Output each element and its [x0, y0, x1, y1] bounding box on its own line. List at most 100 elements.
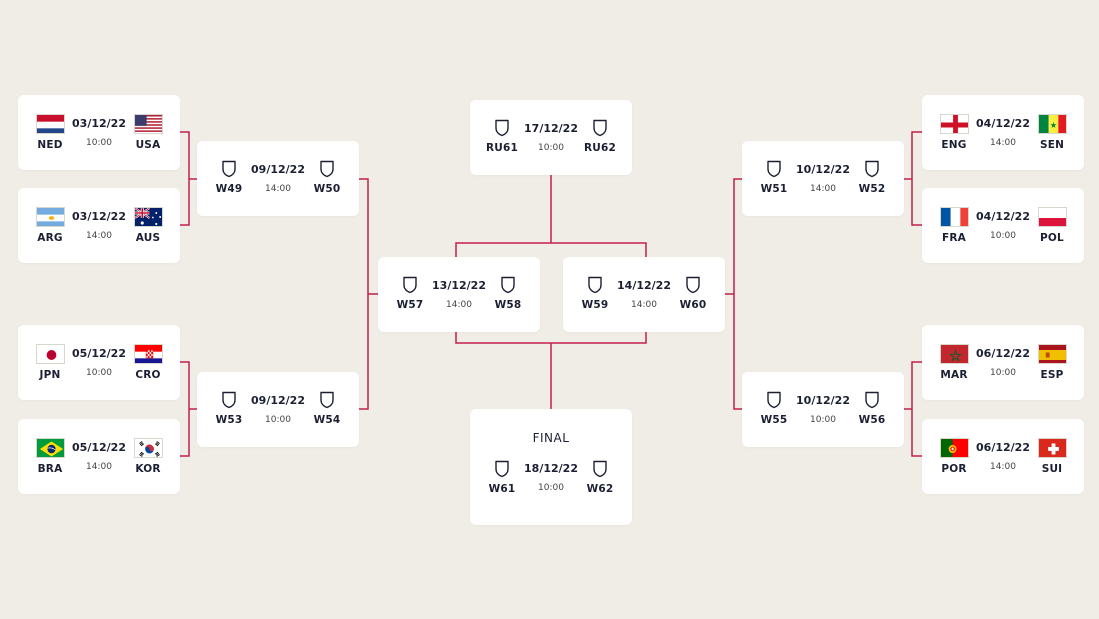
match-schedule: 03/12/22 14:00: [58, 210, 140, 241]
shield-icon: [669, 276, 717, 294]
shield-icon: [576, 460, 624, 478]
away-team[interactable]: AUS: [124, 207, 172, 244]
home-team[interactable]: W57: [386, 276, 434, 311]
away-team[interactable]: W62: [576, 460, 624, 495]
aus-flag-icon: [133, 207, 163, 227]
away-team[interactable]: ESP: [1028, 344, 1076, 381]
team-code: ENG: [941, 139, 967, 151]
home-team[interactable]: W53: [205, 391, 253, 426]
match-time: 14:00: [990, 138, 1016, 148]
sui-flag-icon: [1037, 438, 1067, 458]
team-code: CRO: [135, 369, 161, 381]
match-date: 03/12/22: [72, 117, 126, 130]
away-team[interactable]: W60: [669, 276, 717, 311]
away-team[interactable]: W52: [848, 160, 896, 195]
shield-icon: [386, 276, 434, 294]
shield-icon: [848, 160, 896, 178]
team-code: W59: [581, 299, 609, 311]
away-team[interactable]: KOR: [124, 438, 172, 475]
home-team[interactable]: NED: [26, 114, 74, 151]
match-time: 10:00: [538, 143, 564, 153]
match-time: 10:00: [265, 415, 291, 425]
team-code: W60: [679, 299, 707, 311]
home-team[interactable]: ARG: [26, 207, 74, 244]
bracket-connector: [455, 331, 647, 410]
home-team[interactable]: MAR: [930, 344, 978, 381]
team-code: SEN: [1039, 139, 1065, 151]
team-code: BRA: [37, 463, 63, 475]
away-team[interactable]: USA: [124, 114, 172, 151]
home-team[interactable]: W55: [750, 391, 798, 426]
match-date: 10/12/22: [796, 394, 850, 407]
home-team[interactable]: W59: [571, 276, 619, 311]
match-time: 14:00: [86, 231, 112, 241]
home-team[interactable]: ENG: [930, 114, 978, 151]
shield-icon: [303, 160, 351, 178]
jpn-flag-icon: [35, 344, 65, 364]
match-date: 14/12/22: [617, 279, 671, 292]
team-code: W53: [215, 414, 243, 426]
home-team[interactable]: POR: [930, 438, 978, 475]
away-team[interactable]: W50: [303, 160, 351, 195]
away-team[interactable]: W58: [484, 276, 532, 311]
match-time: 10:00: [990, 231, 1016, 241]
eng-flag-icon: [939, 114, 969, 134]
bracket-connector: [903, 131, 923, 226]
shield-icon: [576, 119, 624, 137]
home-team[interactable]: W51: [750, 160, 798, 195]
bracket-connector: [178, 361, 198, 457]
shield-icon: [750, 160, 798, 178]
away-team[interactable]: SUI: [1028, 438, 1076, 475]
away-team[interactable]: SEN: [1028, 114, 1076, 151]
away-team[interactable]: RU62: [576, 119, 624, 154]
team-code: POL: [1040, 232, 1064, 244]
match-time: 10:00: [538, 483, 564, 493]
home-team[interactable]: W49: [205, 160, 253, 195]
match-date: 09/12/22: [251, 394, 305, 407]
home-team[interactable]: W61: [478, 460, 526, 495]
team-code: RU62: [583, 142, 617, 154]
match-time: 14:00: [265, 184, 291, 194]
away-team[interactable]: POL: [1028, 207, 1076, 244]
sen-flag-icon: [1037, 114, 1067, 134]
team-code: W57: [396, 299, 424, 311]
home-team[interactable]: BRA: [26, 438, 74, 475]
away-team[interactable]: W54: [303, 391, 351, 426]
home-team[interactable]: JPN: [26, 344, 74, 381]
usa-flag-icon: [133, 114, 163, 134]
match-time: 14:00: [990, 462, 1016, 472]
team-code: W50: [313, 183, 341, 195]
match-date: 03/12/22: [72, 210, 126, 223]
shield-icon: [205, 391, 253, 409]
match-time: 10:00: [86, 368, 112, 378]
match-card[interactable]: W53 09/12/22 10:00 W54: [197, 372, 359, 447]
home-team[interactable]: RU61: [478, 119, 526, 154]
team-code: FRA: [942, 232, 966, 244]
shield-icon: [750, 391, 798, 409]
bracket-connector: [903, 361, 923, 457]
away-team[interactable]: W56: [848, 391, 896, 426]
away-team[interactable]: CRO: [124, 344, 172, 381]
home-team[interactable]: FRA: [930, 207, 978, 244]
match-schedule: 09/12/22 10:00: [237, 394, 319, 425]
